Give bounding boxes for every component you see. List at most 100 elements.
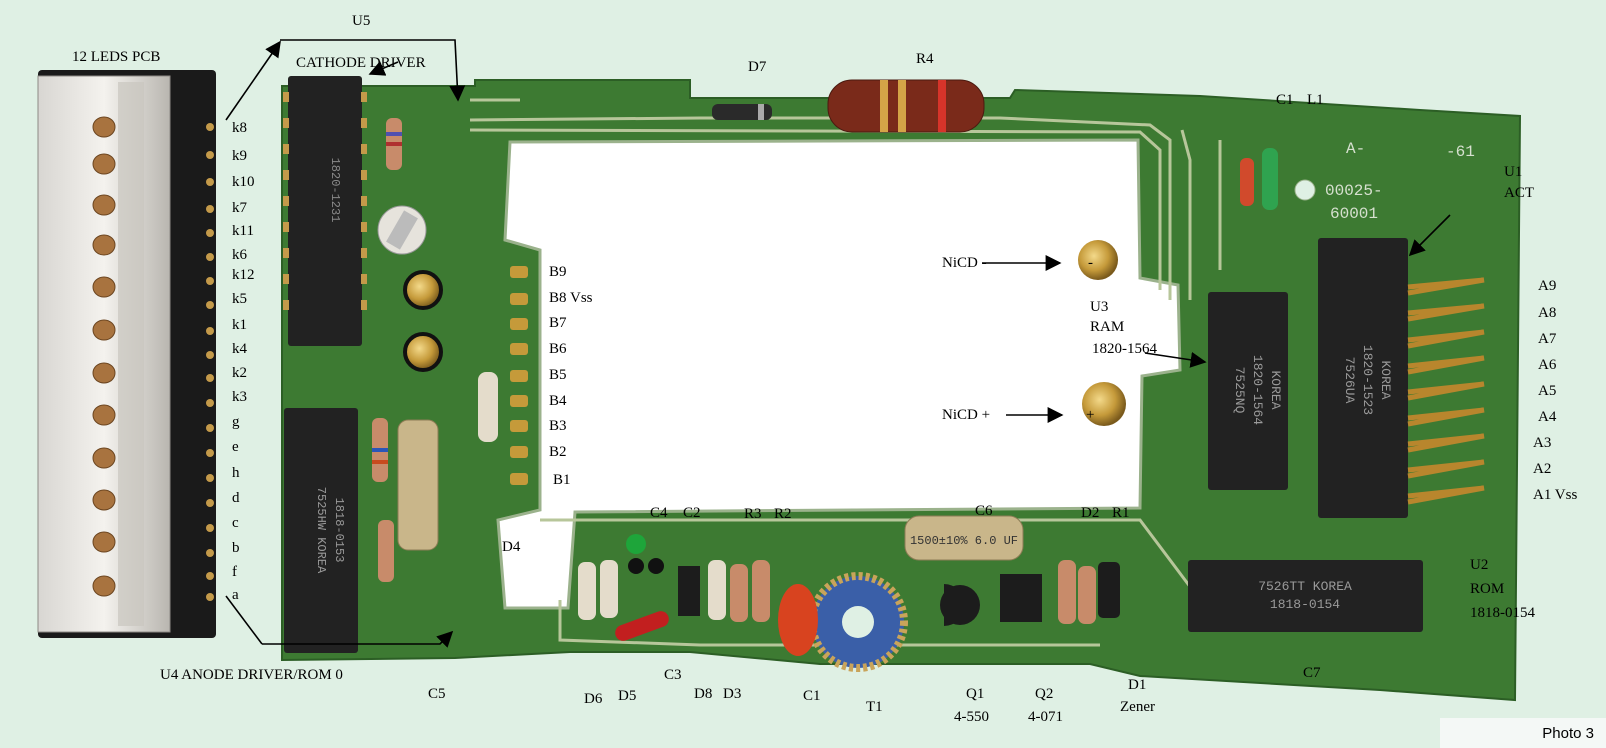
- a-pin-leads: [1407, 277, 1485, 505]
- led-pin-label: k12: [232, 267, 255, 283]
- u3-chip-text-1: 7525NQ: [1232, 367, 1247, 414]
- gold-jack-bottom: [403, 332, 443, 372]
- u3-chip-text-2: 1820-1564: [1250, 355, 1265, 425]
- c7-label: C7: [1303, 665, 1321, 681]
- board-rev2: -61: [1446, 143, 1475, 161]
- led-pin-label: k5: [232, 291, 247, 307]
- u1-desc-label: ACT: [1504, 185, 1534, 201]
- d1-desc-label: Zener: [1120, 699, 1155, 715]
- t1-toroid: [808, 572, 908, 672]
- led-pin-label: h: [232, 465, 240, 481]
- d5-label: D5: [618, 688, 637, 704]
- u2-chip-text-1: 7526TT KOREA: [1258, 579, 1352, 594]
- a-pin-label: A4: [1538, 409, 1557, 425]
- u1-ref-label: U1: [1504, 164, 1523, 180]
- resistor-near-u4: [372, 418, 388, 482]
- led-pin-label: d: [232, 490, 240, 506]
- led-pin-label: k1: [232, 317, 247, 333]
- a-pin-label: A6: [1538, 357, 1557, 373]
- u4-desc-label: U4 ANODE DRIVER/ROM 0: [160, 667, 343, 683]
- led-pin-label: k2: [232, 365, 247, 381]
- c6-capacitor: 1500±10% 6.0 UF: [904, 515, 1024, 561]
- u2-desc-label: ROM: [1470, 581, 1505, 597]
- u5-ref-label: U5: [352, 13, 371, 29]
- u3-chip-text-3: KOREA: [1268, 370, 1283, 409]
- b-pin-label: B8 Vss: [549, 290, 593, 306]
- resistor-r-b: [478, 372, 498, 442]
- led-pin-label: c: [232, 515, 239, 531]
- u2-chip-text-2: 1818-0154: [1270, 597, 1340, 612]
- trimmer-pot: [377, 205, 427, 255]
- u1-chip-text-1: 7526UA: [1342, 357, 1357, 404]
- nicd-positive-terminal: [1082, 382, 1126, 426]
- nicd-positive-sign: +: [1086, 407, 1095, 423]
- board-markings: 00025- 60001 A- -61: [1294, 140, 1475, 223]
- board-rev: A-: [1346, 140, 1365, 158]
- q2-transistor: [1000, 574, 1042, 622]
- nicd-negative-label: NiCD -: [942, 255, 987, 271]
- d8-label: D8: [694, 686, 713, 702]
- t1-label: T1: [866, 699, 883, 715]
- r2-label: R2: [774, 506, 792, 522]
- led-pin-label: a: [232, 587, 239, 603]
- r4-label: R4: [916, 51, 934, 67]
- c3-label: C3: [664, 667, 682, 683]
- b-pin-label: B4: [549, 393, 567, 409]
- led-pin-label: b: [232, 540, 240, 556]
- d5-diode: [615, 611, 669, 641]
- c5-label: C5: [428, 686, 446, 702]
- q1-label: Q1: [966, 686, 985, 702]
- led-array: [92, 116, 116, 597]
- c6-capacitor-text: 1500±10% 6.0 UF: [910, 534, 1018, 548]
- board-part-no: 00025-: [1325, 182, 1383, 200]
- b-pin-label: B7: [549, 315, 567, 331]
- c1-top-label: C1: [1276, 92, 1294, 108]
- r3-label: R3: [744, 506, 762, 522]
- u2-ref-label: U2: [1470, 557, 1489, 573]
- led-pin-label: e: [232, 439, 239, 455]
- led-pcb: [37, 70, 216, 638]
- u5-desc-label: CATHODE DRIVER: [296, 55, 426, 71]
- board-part-no2: 60001: [1330, 205, 1378, 223]
- c4-c2-components: [626, 534, 700, 616]
- d4-label: D4: [502, 539, 521, 555]
- b-pin-label: B1: [553, 472, 571, 488]
- c2-label: C2: [683, 505, 701, 521]
- u1-chip-text-3: KOREA: [1378, 360, 1393, 399]
- annotation-arrows: [225, 39, 1451, 648]
- u1-chip-text-2: 1820-1523: [1360, 345, 1375, 415]
- d1-zener: [1098, 562, 1120, 618]
- q2-part-label: 4-071: [1028, 709, 1063, 725]
- u3-part-label: 1820-1564: [1092, 341, 1157, 357]
- u3-desc-label: RAM: [1090, 319, 1125, 335]
- led-pin-label: k9: [232, 148, 247, 164]
- q2-label: Q2: [1035, 686, 1054, 702]
- b-pin-label: B3: [549, 418, 567, 434]
- u5-chip: 1820-1231: [283, 76, 367, 346]
- a-pin-label: A2: [1533, 461, 1552, 477]
- d7-diode: [712, 104, 772, 120]
- a-pin-label: A9: [1538, 278, 1557, 294]
- c1-bottom-capacitor: [778, 584, 818, 656]
- q1-part-label: 4-550: [954, 709, 989, 725]
- led-pin-label: k10: [232, 174, 255, 190]
- led-pin-label: g: [232, 414, 240, 430]
- a-pin-label: A3: [1533, 435, 1552, 451]
- c1-bottom-label: C1: [803, 688, 821, 704]
- resistor-low-u4: [378, 520, 394, 582]
- d6-label: D6: [584, 691, 603, 707]
- r1-label: R1: [1112, 505, 1130, 521]
- c6-label: C6: [975, 503, 993, 519]
- u3-chip: 7525NQ 1820-1564 KOREA: [1208, 292, 1288, 490]
- led-pin-label: k6: [232, 247, 247, 263]
- c4-label: C4: [650, 505, 668, 521]
- resistor-near-u5: [386, 118, 402, 170]
- led-pin-header: [206, 123, 214, 601]
- u4-chip-text-2: 1818-0153: [332, 498, 346, 563]
- l1-label: L1: [1307, 92, 1324, 108]
- u4-chip: 7525HW KOREA 1818-0153: [284, 408, 358, 653]
- nicd-negative-sign: -: [1088, 255, 1093, 271]
- led-pin-label: k11: [232, 223, 254, 239]
- photo-caption: Photo 3: [1542, 725, 1594, 742]
